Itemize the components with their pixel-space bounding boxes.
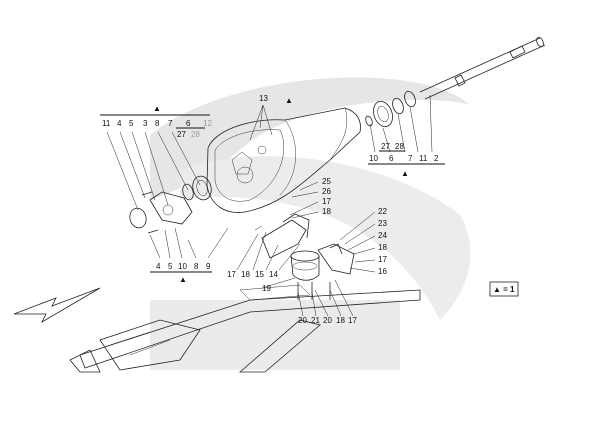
part-label: 11 bbox=[102, 119, 111, 128]
part-label: 8 bbox=[155, 119, 160, 128]
part-label: 17 bbox=[378, 255, 387, 264]
part-label: 18 bbox=[241, 270, 250, 279]
part-label: 5 bbox=[129, 119, 134, 128]
mounting-bracket-right bbox=[317, 243, 355, 275]
part-label: 14 bbox=[269, 270, 278, 279]
part-label: 23 bbox=[378, 219, 387, 228]
gearbox-housing bbox=[206, 107, 361, 213]
part-label: 21 bbox=[311, 316, 320, 325]
part-label: 8 bbox=[194, 262, 199, 271]
part-label: 15 bbox=[255, 270, 264, 279]
triangle-marker-icon: ▲ bbox=[401, 169, 409, 178]
direction-arrow-icon bbox=[13, 287, 101, 324]
mounting-bracket-left bbox=[254, 213, 310, 259]
leader-lines bbox=[106, 94, 433, 317]
part-label: 4 bbox=[117, 119, 122, 128]
triangle-marker-icon: ▲ bbox=[285, 96, 293, 105]
part-label: 4 bbox=[156, 262, 161, 271]
background-swoosh bbox=[150, 77, 471, 370]
legend: ▲ = 1 bbox=[489, 281, 519, 297]
part-label: 24 bbox=[378, 231, 387, 240]
label-group-mount-left: 17 18 15 14 bbox=[227, 270, 278, 279]
part-label: 20 bbox=[298, 316, 307, 325]
part-label: 27 bbox=[381, 142, 390, 151]
part-label: 7 bbox=[168, 119, 173, 128]
part-label: 11 bbox=[419, 154, 428, 163]
part-label-stud: 19 bbox=[262, 284, 271, 293]
part-label: 6 bbox=[186, 119, 191, 128]
part-label: 3 bbox=[143, 119, 148, 128]
part-label: 27 bbox=[177, 130, 186, 139]
left-cover-flange bbox=[129, 175, 212, 234]
label-group-mount-right: 22 23 24 18 17 16 bbox=[378, 207, 387, 276]
label-group-housing-side: 25 26 17 18 bbox=[322, 177, 331, 216]
part-label: 7 bbox=[408, 154, 413, 163]
part-label: 26 bbox=[322, 187, 331, 196]
part-label: 10 bbox=[178, 262, 187, 271]
part-label-housing: 13 bbox=[259, 94, 268, 103]
part-label: 17 bbox=[227, 270, 236, 279]
label-group-bottom-row: 20 21 20 18 17 bbox=[298, 316, 357, 325]
part-label: 5 bbox=[168, 262, 173, 271]
label-group-top-left: 11 4 5 3 8 7 6 12 27 28 bbox=[102, 119, 212, 139]
legend-box bbox=[489, 281, 519, 297]
part-label: 6 bbox=[389, 154, 394, 163]
input-shaft bbox=[419, 36, 546, 100]
rubber-mount bbox=[290, 250, 320, 281]
part-label: 9 bbox=[206, 262, 211, 271]
label-group-bottom-left: 4 5 10 8 9 bbox=[156, 262, 211, 271]
part-label: 18 bbox=[336, 316, 345, 325]
triangle-marker-icon: ▲ bbox=[153, 104, 161, 113]
part-label: 12 bbox=[203, 119, 212, 128]
part-label: 10 bbox=[369, 154, 378, 163]
part-label: 25 bbox=[322, 177, 331, 186]
part-label: 22 bbox=[378, 207, 387, 216]
part-label: 20 bbox=[323, 316, 332, 325]
part-label: 18 bbox=[378, 243, 387, 252]
part-label: 17 bbox=[348, 316, 357, 325]
studs bbox=[297, 282, 331, 300]
triangle-marker-icon: ▲ bbox=[179, 275, 187, 284]
part-label: 2 bbox=[434, 154, 439, 163]
part-label: 16 bbox=[378, 267, 387, 276]
part-label: 28 bbox=[395, 142, 404, 151]
label-group-right: 27 28 10 6 7 11 2 bbox=[369, 142, 439, 163]
part-label: 17 bbox=[322, 197, 331, 206]
shaft-bearings bbox=[365, 90, 416, 127]
part-label: 18 bbox=[322, 207, 331, 216]
chassis-frame bbox=[69, 284, 421, 373]
legend-text: ▲ = 1 bbox=[493, 285, 515, 294]
part-label: 28 bbox=[191, 130, 200, 139]
